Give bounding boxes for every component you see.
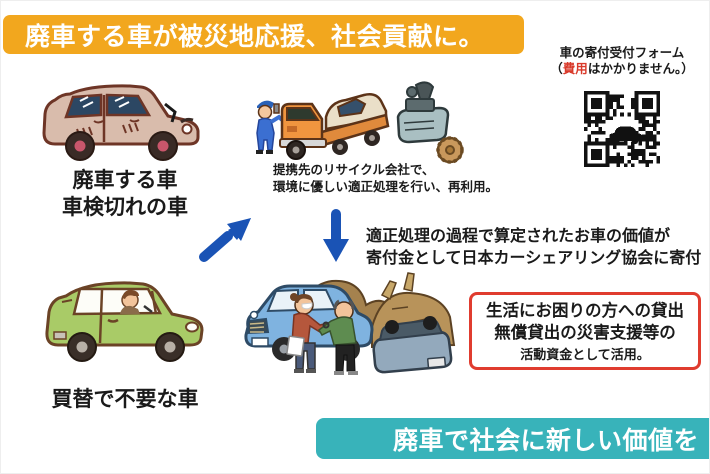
usage-box-line3: 活動資金として活用。: [520, 348, 650, 363]
scrap-car-illustration: [42, 84, 200, 161]
qr-note-prefix: （: [550, 61, 563, 76]
scrap-car-label-line1: 廃車する車: [72, 168, 178, 192]
truck-body: [273, 102, 390, 160]
arrow-down-icon: [323, 209, 349, 262]
donation-caption-line1: 適正処理の過程で算定されたお車の価値が: [366, 226, 671, 245]
tow-truck-illustration: [256, 81, 464, 164]
donation-caption-line2: 寄付金として日本カーシェアリング協会に寄付: [366, 247, 702, 267]
driver-figure: [120, 289, 153, 314]
disaster-scene-illustration: [244, 272, 456, 375]
footer-banner: 廃車で社会に新しい価値を: [316, 418, 709, 459]
recycle-caption-line1: 提携先のリサイクル会社で、: [273, 162, 435, 177]
qr-form-section: 車の寄付受付フォーム （費用はかかりません。）: [536, 45, 708, 168]
recycle-caption-line2: 環境に優しい適正処理を行い、再利用。: [273, 178, 499, 194]
header-banner: 廃車する車が被災地応援、社会貢献に。: [3, 15, 524, 54]
recycle-caption: 提携先のリサイクル会社で、 環境に優しい適正処理を行い、再利用。: [273, 162, 498, 195]
scrap-car-label: 廃車する車 車検切れの車: [19, 167, 231, 221]
usage-box-line2: 無償貸出の災害支援等の: [494, 323, 676, 342]
qr-form-title: 車の寄付受付フォーム: [559, 45, 685, 60]
footer-title: 廃車で社会に新しい価値を: [392, 425, 699, 455]
engine-parts: [396, 81, 464, 164]
arrow-up-right-icon: [199, 218, 251, 262]
overturned-car: [372, 316, 453, 374]
qr-code-icon: [584, 91, 660, 167]
page-title: 廃車する車が被災地応援、社会貢献に。: [25, 21, 485, 51]
qr-form-note: （費用はかかりません。）: [536, 61, 708, 77]
usage-box: 生活にお困りの方への貸出 無償貸出の災害支援等の 活動資金として活用。: [469, 292, 701, 370]
staff-woman-figure: [286, 293, 331, 373]
scrap-car-label-line2: 車検切れの車: [62, 195, 188, 219]
donation-caption: 適正処理の過程で算定されたお車の価値が 寄付金として日本カーシェアリング協会に寄…: [366, 225, 701, 268]
qr-note-highlight: 費用: [562, 61, 588, 76]
mechanic-figure: [256, 100, 284, 154]
recipient-man-figure: [318, 299, 358, 375]
qr-note-suffix: はかかりません。）: [587, 61, 694, 76]
usage-box-line1: 生活にお困りの方への貸出: [486, 301, 684, 320]
green-car-illustration: [45, 281, 204, 362]
replace-car-label: 買替で不要な車: [51, 387, 199, 411]
